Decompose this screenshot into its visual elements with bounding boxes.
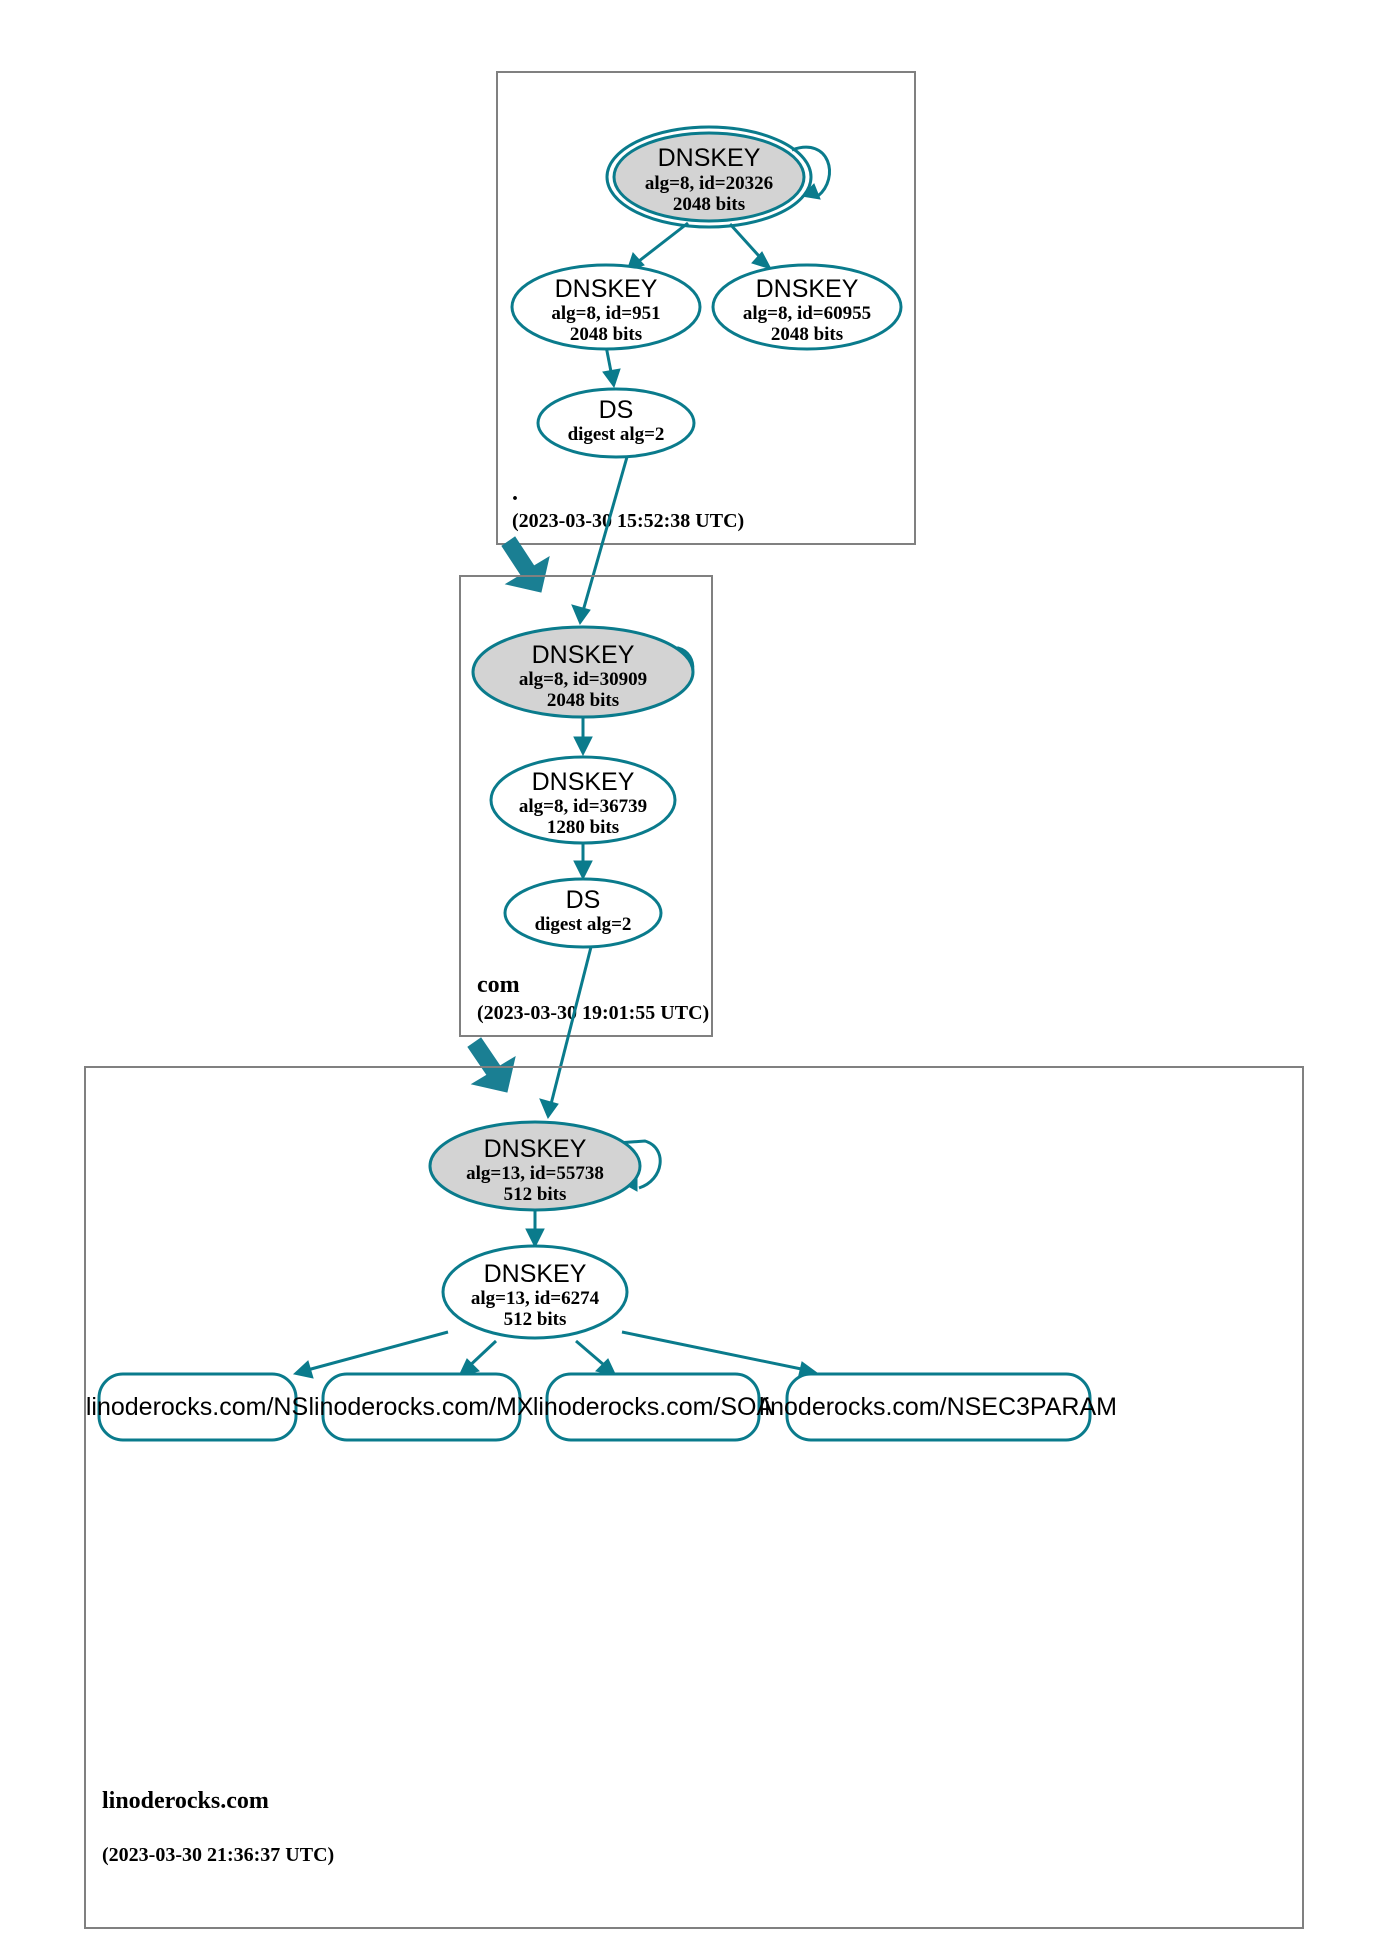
node-root-ksk-detail2: 2048 bits xyxy=(673,194,745,215)
zone-linoderocks-timestamp: (2023-03-30 21:36:37 UTC) xyxy=(102,1844,334,1866)
node-lr-zsk-shape xyxy=(441,1244,629,1340)
node-com-ds-type: DS xyxy=(566,886,601,914)
node-com-zsk[interactable]: DNSKEY alg=8, id=36739 1280 bits xyxy=(489,755,677,845)
node-root-ds[interactable]: DS digest alg=2 xyxy=(536,387,696,459)
trust-anchor-outer-ring xyxy=(605,125,813,229)
node-root-zsk-951-detail1: alg=8, id=951 xyxy=(551,303,660,324)
zone-root-name: . xyxy=(512,480,518,506)
node-com-ksk-detail1: alg=8, id=30909 xyxy=(519,669,647,690)
node-com-ds-detail1: digest alg=2 xyxy=(535,914,632,935)
rrset-node-mx-label: linoderocks.com/MX xyxy=(308,1393,533,1421)
node-lr-ksk-shape xyxy=(428,1120,642,1212)
node-lr-zsk-type: DNSKEY xyxy=(484,1260,587,1288)
node-com-zsk-detail2: 1280 bits xyxy=(547,817,619,838)
node-root-ksk-detail1: alg=8, id=20326 xyxy=(645,173,773,194)
node-root-ksk-type: DNSKEY xyxy=(658,144,761,172)
edge-com-ds-to-lr-ksk xyxy=(539,946,593,1120)
node-root-zsk-60955-detail2: 2048 bits xyxy=(771,324,843,345)
node-lr-zsk-detail2: 512 bits xyxy=(504,1309,567,1330)
node-root-zsk-951-detail2: 2048 bits xyxy=(570,324,642,345)
edge-root-ksk-to-60955 xyxy=(728,222,773,270)
zone-com-timestamp: (2023-03-30 19:01:55 UTC) xyxy=(477,1002,709,1024)
node-com-zsk-detail1: alg=8, id=36739 xyxy=(519,796,647,817)
edge-lr-zsk-to-soa xyxy=(575,1339,617,1377)
zone-com-border xyxy=(459,575,713,1037)
zone-linoderocks-name: linoderocks.com xyxy=(102,1788,269,1814)
zone-root: DNSKEY alg=8, id=20326 2048 bits DNSKEY … xyxy=(496,71,916,545)
node-com-zsk-type: DNSKEY xyxy=(532,768,635,796)
zone-com-name: com xyxy=(477,972,520,998)
zone-link-root-to-com xyxy=(501,536,550,593)
node-com-ksk-type: DNSKEY xyxy=(532,641,635,669)
zone-root-border xyxy=(496,71,916,545)
node-root-ksk-shape xyxy=(612,131,806,223)
rrset-node-ns-shape xyxy=(97,1372,298,1442)
node-root-zsk-951-type: DNSKEY xyxy=(555,275,658,303)
rrset-node-nsec3param[interactable]: linoderocks.com/NSEC3PARAM xyxy=(759,1372,1117,1442)
edge-root-951-to-ds xyxy=(602,345,621,389)
node-root-zsk-60955-type: DNSKEY xyxy=(756,275,859,303)
node-root-zsk-951[interactable]: DNSKEY alg=8, id=951 2048 bits xyxy=(510,263,702,351)
edge-com-zsk-to-ds xyxy=(573,843,593,881)
rrset-node-soa[interactable]: linoderocks.com/SOA xyxy=(533,1372,774,1442)
node-lr-ksk-detail1: alg=13, id=55738 xyxy=(466,1163,604,1184)
edge-root-ksk-to-951 xyxy=(626,221,689,272)
node-lr-zsk-detail1: alg=13, id=6274 xyxy=(471,1288,600,1309)
node-root-ksk[interactable]: DNSKEY alg=8, id=20326 2048 bits xyxy=(605,125,813,229)
node-root-ds-type: DS xyxy=(599,396,634,424)
node-com-ksk-detail2: 2048 bits xyxy=(547,690,619,711)
zone-com: DNSKEY alg=8, id=30909 2048 bits DNSKEY … xyxy=(459,575,713,1037)
rrset-node-mx[interactable]: linoderocks.com/MX xyxy=(308,1372,534,1442)
rrset-node-soa-label: linoderocks.com/SOA xyxy=(533,1393,774,1421)
node-root-zsk-60955-detail1: alg=8, id=60955 xyxy=(743,303,871,324)
rrset-node-ns-label: linoderocks.com/NS xyxy=(86,1393,308,1421)
edge-lr-zsk-to-mx xyxy=(458,1339,498,1377)
zone-root-timestamp: (2023-03-30 15:52:38 UTC) xyxy=(512,510,744,532)
node-com-zsk-shape xyxy=(489,755,677,845)
node-com-ksk-shape xyxy=(471,625,695,719)
node-lr-ksk-detail2: 512 bits xyxy=(504,1184,567,1205)
edge-lr-zsk-to-ns xyxy=(292,1330,449,1379)
node-root-ds-shape xyxy=(536,387,696,459)
node-com-ds[interactable]: DS digest alg=2 xyxy=(503,877,663,949)
edge-lr-zsk-to-nsec3param xyxy=(621,1330,819,1380)
node-com-ds-shape xyxy=(503,877,663,949)
zone-linoderocks: DNSKEY alg=13, id=55738 512 bits DNSKEY … xyxy=(84,1066,1304,1929)
edge-com-ksk-to-zsk xyxy=(573,714,593,757)
edge-lr-ksk-to-zsk xyxy=(525,1210,545,1249)
edge-root-ds-to-com-ksk xyxy=(571,456,629,626)
rrset-node-ns[interactable]: linoderocks.com/NS xyxy=(86,1372,308,1442)
zone-linoderocks-border xyxy=(84,1066,1304,1929)
node-root-zsk-60955-shape xyxy=(711,263,903,351)
rrset-node-nsec3param-label: linoderocks.com/NSEC3PARAM xyxy=(759,1393,1117,1421)
rrset-node-nsec3param-shape xyxy=(785,1372,1092,1442)
node-root-ds-detail1: digest alg=2 xyxy=(568,424,665,445)
zone-link-com-to-linoderocks xyxy=(467,1037,516,1093)
node-root-zsk-951-shape xyxy=(510,263,702,351)
rrset-node-mx-shape xyxy=(321,1372,522,1442)
node-lr-zsk[interactable]: DNSKEY alg=13, id=6274 512 bits xyxy=(441,1244,629,1340)
rrset-node-soa-shape xyxy=(545,1372,761,1442)
node-com-ksk[interactable]: DNSKEY alg=8, id=30909 2048 bits xyxy=(471,625,695,719)
node-root-zsk-60955[interactable]: DNSKEY alg=8, id=60955 2048 bits xyxy=(711,263,903,351)
node-lr-ksk-type: DNSKEY xyxy=(484,1135,587,1163)
node-lr-ksk[interactable]: DNSKEY alg=13, id=55738 512 bits xyxy=(428,1120,642,1212)
